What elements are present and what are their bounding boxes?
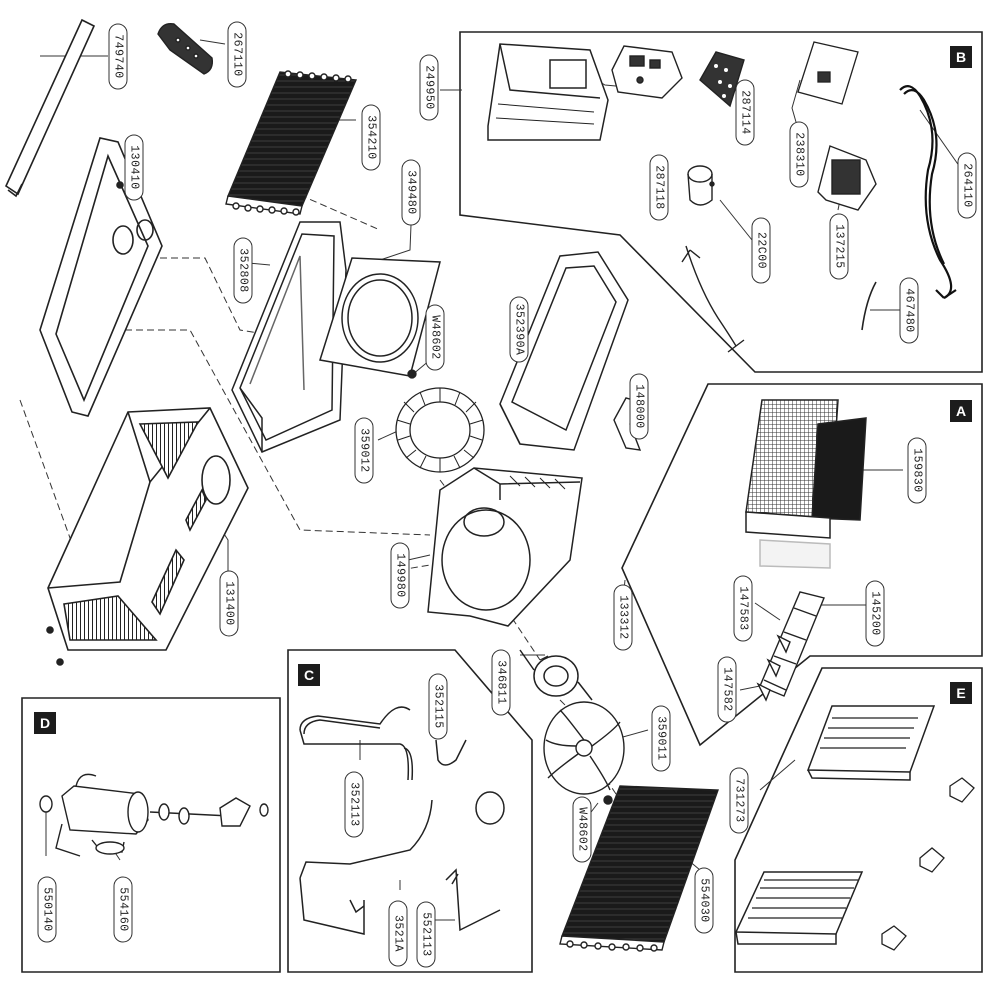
front-grille-lower — [734, 871, 864, 945]
refrigerant-tubing — [299, 706, 505, 935]
part-callout: 3521A — [388, 900, 408, 967]
part-callout: 145200 — [865, 580, 885, 647]
panel-d-border — [21, 697, 281, 973]
panel-c-border — [287, 649, 533, 973]
panel-label-a: A — [950, 400, 972, 422]
panel-b-border — [459, 31, 983, 373]
part-callout: 359012 — [354, 417, 374, 484]
part-callout: 352808 — [233, 237, 253, 304]
part-callout: 148000 — [629, 373, 649, 440]
part-callout: W48602 — [425, 304, 445, 371]
louver-assembly — [756, 591, 825, 702]
part-callout: 554030 — [694, 867, 714, 934]
part-callout: 359011 — [651, 705, 671, 772]
panel-a-border — [621, 383, 983, 747]
compressor-assembly — [39, 773, 269, 857]
part-callout: 238310 — [789, 121, 809, 188]
panel-label-e: E — [950, 682, 972, 704]
orifice-panel — [319, 257, 441, 377]
part-callout: 287118 — [649, 154, 669, 221]
part-callout: 749740 — [108, 23, 128, 90]
control-board-b — [699, 51, 745, 108]
part-callout: 133312 — [613, 584, 633, 651]
front-panel-frame — [39, 137, 163, 417]
thermistor-module — [817, 145, 877, 211]
part-callout: 349480 — [401, 159, 421, 226]
part-callout: 731273 — [729, 767, 749, 834]
panel-label-c: C — [298, 664, 320, 686]
panel-label-d: D — [34, 712, 56, 734]
condenser-coil — [559, 785, 719, 952]
side-curtain — [499, 251, 629, 451]
part-callout: 22C00 — [751, 217, 771, 284]
panel-label-b: B — [950, 46, 972, 68]
condenser-fan — [543, 701, 625, 805]
part-callout: 264110 — [957, 152, 977, 219]
wire-harness — [681, 245, 745, 353]
part-callout: 552113 — [416, 901, 436, 968]
capacitor — [687, 165, 715, 206]
part-callout: 550140 — [37, 876, 57, 943]
part-callout: 159830 — [907, 437, 927, 504]
manual-booklet — [797, 41, 859, 105]
grille-clips — [881, 777, 975, 951]
fan-motor — [519, 649, 593, 701]
blower-wheel — [395, 369, 485, 473]
outer-cabinet — [46, 407, 249, 666]
blower-scroll-housing — [427, 467, 583, 627]
evaporator-coil — [225, 70, 358, 216]
control-box — [487, 43, 609, 141]
part-callout: 131400 — [219, 570, 239, 637]
part-callout: 137215 — [829, 213, 849, 280]
power-cord — [899, 85, 957, 299]
part-callout: 467480 — [899, 277, 919, 344]
part-callout: 352113 — [344, 771, 364, 838]
trim-strip — [4, 18, 96, 198]
remote-control — [157, 23, 214, 75]
control-board-a — [611, 45, 683, 99]
part-callout: 352390A — [509, 296, 529, 363]
sensor-wire — [861, 281, 877, 331]
part-callout: 147582 — [717, 656, 737, 723]
part-callout: 267110 — [227, 21, 247, 88]
part-callout: 149980 — [390, 542, 410, 609]
part-callout: W48602 — [572, 796, 592, 863]
part-callout: 346811 — [491, 649, 511, 716]
part-callout: 249950 — [419, 54, 439, 121]
filter-drawer — [745, 399, 867, 569]
part-callout: 352115 — [428, 673, 448, 740]
part-callout: 354210 — [361, 104, 381, 171]
part-callout: 130410 — [124, 134, 144, 201]
panel-e-border — [734, 667, 983, 973]
part-callout: 147583 — [733, 575, 753, 642]
part-callout: 287114 — [735, 79, 755, 146]
part-callout: 554160 — [113, 876, 133, 943]
front-grille-upper — [806, 705, 936, 781]
